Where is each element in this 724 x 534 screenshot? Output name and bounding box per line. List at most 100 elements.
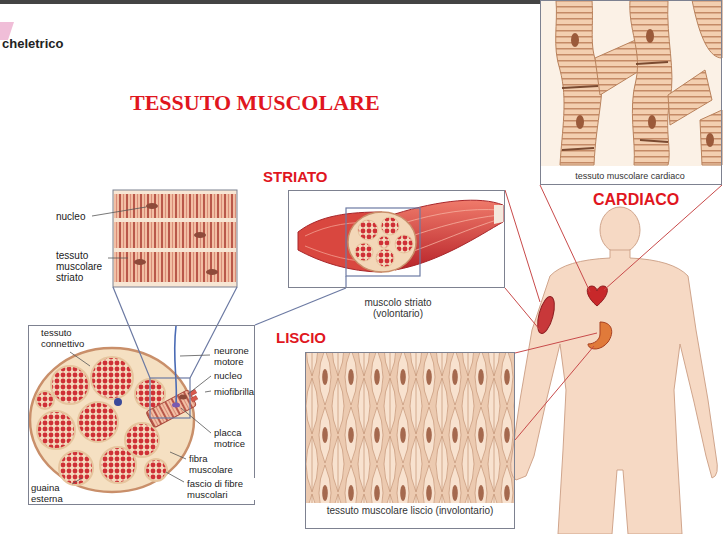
leader-line xyxy=(166,472,184,482)
human-figure xyxy=(534,295,557,335)
striated-muscle xyxy=(358,220,378,240)
panel-caption: muscolo striato (volontario) xyxy=(348,297,448,319)
striated-tissue-inset xyxy=(113,190,237,287)
muscle-cross-section xyxy=(150,378,190,418)
leader-line xyxy=(108,258,128,259)
pointer-line xyxy=(505,185,722,440)
human-figure xyxy=(511,250,718,534)
human-figure xyxy=(600,207,640,253)
part-label: fascio di fibre muscolari xyxy=(187,478,255,500)
muscle-cross-section xyxy=(59,451,93,485)
striated-muscle xyxy=(298,200,503,288)
cardiac-tissue xyxy=(648,115,656,129)
part-label: placca motrice xyxy=(214,427,254,449)
muscle-cross-section xyxy=(172,403,180,408)
cardiac-tissue xyxy=(700,110,722,165)
muscle-cross-section xyxy=(37,411,75,449)
muscle-cross-section xyxy=(175,326,177,404)
striated-tissue-inset xyxy=(114,222,236,248)
striated-muscle xyxy=(348,212,416,272)
tissue-panel: tessuto muscolare cardiacoCARDIACO xyxy=(540,0,722,185)
leader-line xyxy=(92,207,146,216)
striated-muscle xyxy=(345,276,346,288)
part-label: tessuto connettivo xyxy=(41,328,93,349)
muscle-cross-section xyxy=(100,447,136,483)
tissue-panel: STRIATOmuscolo striato (volontario) xyxy=(288,190,505,288)
part-label: neurone motore xyxy=(214,345,254,367)
striated-tissue-inset xyxy=(134,259,146,265)
pointer-line xyxy=(515,346,594,440)
cardiac-tissue xyxy=(540,0,722,185)
striated-muscle xyxy=(355,243,373,261)
panel-caption: tessuto muscolare liscio (involontario) xyxy=(306,505,514,516)
leader-line xyxy=(92,207,146,258)
muscle-cross-section xyxy=(36,391,54,409)
striated-tissue-inset xyxy=(194,232,206,238)
cardiac-tissue xyxy=(562,62,668,150)
cardiac-tissue xyxy=(556,0,602,165)
leader-line xyxy=(205,391,211,392)
striated-tissue-inset xyxy=(146,203,158,209)
striated-muscle xyxy=(395,235,413,253)
cardiac-tissue xyxy=(541,166,721,184)
striated-tissue-inset xyxy=(113,190,237,287)
leader-line xyxy=(181,408,211,433)
human-figure xyxy=(587,286,607,306)
pointer-line xyxy=(505,190,540,302)
cardiac-tissue xyxy=(576,115,584,129)
muscle-cross-section xyxy=(145,459,167,481)
leader-line xyxy=(180,355,210,356)
part-label: fibra muscolare xyxy=(189,453,251,475)
muscle-cross-section xyxy=(114,398,122,406)
cardiac-tissue xyxy=(646,29,654,43)
page-decoration xyxy=(0,0,540,40)
striated-muscle xyxy=(346,208,420,276)
striated-muscle xyxy=(494,205,503,224)
part-label: nucleo xyxy=(214,370,242,381)
striated-muscle xyxy=(378,236,390,248)
page-section-label: cheletrico xyxy=(2,36,63,52)
part-label: nucleo xyxy=(56,211,85,223)
muscle-cross-section xyxy=(179,395,187,400)
cardiac-tissue xyxy=(692,0,722,58)
smooth-tissue xyxy=(306,353,514,503)
part-label: tessuto muscolare striato xyxy=(56,250,111,283)
part-label: miofibrilla xyxy=(214,386,254,397)
part-label: guaina esterna xyxy=(31,482,73,504)
striated-tissue-inset xyxy=(114,252,236,282)
page-decoration xyxy=(0,0,540,4)
muscle-cross-section xyxy=(91,357,133,399)
human-figure xyxy=(588,322,612,349)
section-heading: CARDIACO xyxy=(593,190,679,209)
cardiac-tissue xyxy=(571,33,579,47)
muscle-cross-section xyxy=(51,366,89,404)
cardiac-tissue xyxy=(706,133,714,147)
smooth-tissue xyxy=(306,353,514,503)
striated-muscle xyxy=(376,249,394,267)
tissue-panel: LISCIOtessuto muscolare liscio (involont… xyxy=(305,352,515,529)
muscle-cross-section xyxy=(191,396,198,402)
cardiac-tissue xyxy=(540,0,722,185)
panel-caption: tessuto muscolare cardiaco xyxy=(540,171,720,182)
leader-line xyxy=(170,452,186,459)
striated-tissue-inset xyxy=(114,194,236,218)
muscle-cross-section xyxy=(78,402,118,442)
cardiac-tissue xyxy=(668,70,712,125)
section-heading: STRIATO xyxy=(263,168,327,186)
muscle-cross-section xyxy=(146,387,202,428)
cross-section-panel: tessuto connettivo neurone motore nucleo mi… xyxy=(28,325,255,505)
human-figure xyxy=(511,207,718,534)
pointer-line xyxy=(540,185,590,292)
pointer-line xyxy=(515,333,597,353)
pointer-line xyxy=(505,288,540,330)
leader-line xyxy=(70,352,90,366)
striated-tissue-inset xyxy=(206,269,218,275)
title: TESSUTO MUSCOLARE xyxy=(130,90,380,116)
muscle-cross-section xyxy=(146,390,197,428)
connector-line xyxy=(255,288,346,325)
striated-muscle xyxy=(381,217,399,235)
